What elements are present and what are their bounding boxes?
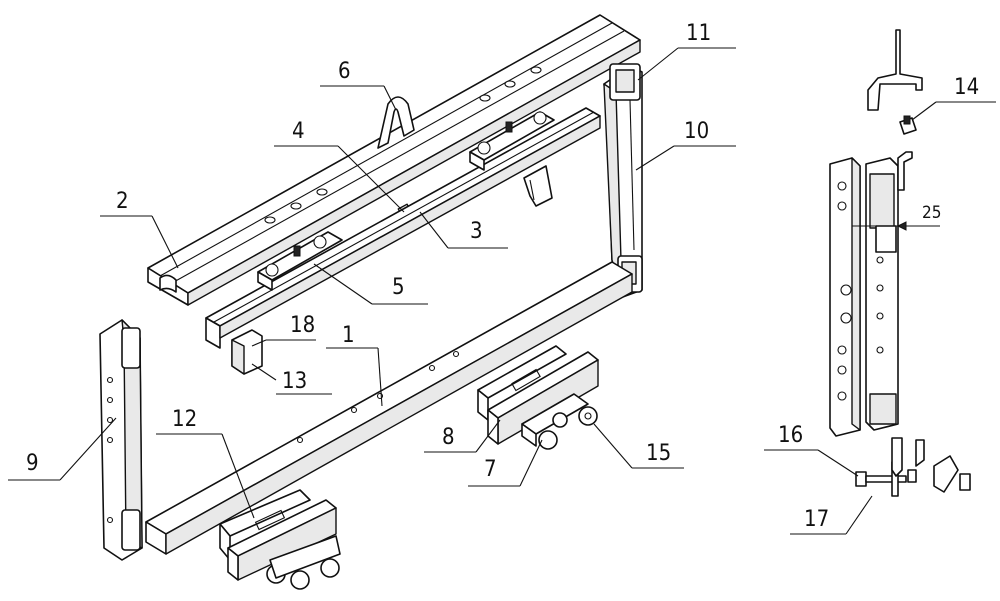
callout-13-label: 13 bbox=[282, 369, 307, 394]
callout-10-label: 10 bbox=[684, 119, 709, 144]
part-13-pin-block bbox=[231, 329, 277, 381]
part-2-top-channel-rail bbox=[147, 14, 641, 306]
callout-3: 3 bbox=[419, 211, 508, 249]
hanging-bracket bbox=[523, 165, 553, 207]
callout-15: 15 bbox=[593, 423, 684, 469]
part-12-left-trolley bbox=[219, 489, 341, 590]
callout-11-label: 11 bbox=[686, 21, 711, 46]
callout-18: 18 bbox=[251, 313, 316, 347]
callout-2-label: 2 bbox=[116, 189, 129, 214]
callout-6: 6 bbox=[320, 59, 397, 111]
callout-7-label: 7 bbox=[484, 457, 497, 482]
part-3-middle-angle-rail bbox=[205, 107, 601, 349]
callout-5: 5 bbox=[313, 263, 428, 305]
part-17-bracket bbox=[891, 437, 971, 493]
callout-7: 7 bbox=[468, 439, 543, 487]
callout-4: 4 bbox=[274, 119, 405, 213]
detail-side-plate-assembly bbox=[829, 157, 899, 437]
part-9-left-side-plate bbox=[99, 319, 143, 561]
callout-15-label: 15 bbox=[646, 441, 671, 466]
callout-3-label: 3 bbox=[470, 219, 483, 244]
callout-25-label: 25 bbox=[922, 203, 941, 223]
callout-4-label: 4 bbox=[292, 119, 305, 144]
callout-16: 16 bbox=[764, 423, 859, 477]
callout-13: 13 bbox=[276, 369, 332, 395]
callout-11: 11 bbox=[637, 21, 736, 81]
callout-17: 17 bbox=[790, 495, 873, 535]
callout-6-label: 6 bbox=[338, 59, 351, 84]
part-7-roller-carriage bbox=[521, 393, 589, 450]
part-10-right-frame-post bbox=[603, 63, 643, 299]
callout-1-label: 1 bbox=[342, 323, 355, 348]
callout-10: 10 bbox=[635, 119, 736, 171]
part-16-bolt bbox=[855, 461, 917, 497]
part-1-bottom-rail bbox=[145, 261, 633, 555]
callout-2: 2 bbox=[100, 189, 179, 269]
part-14-hook-fastener bbox=[867, 29, 923, 191]
callout-16-label: 16 bbox=[778, 423, 803, 448]
callout-9-label: 9 bbox=[26, 451, 39, 476]
part-5-clamp-block bbox=[257, 111, 555, 291]
callout-1: 1 bbox=[326, 323, 383, 407]
callout-17-label: 17 bbox=[804, 507, 829, 532]
part-15-roller-wheel bbox=[578, 406, 598, 426]
callout-14-label: 14 bbox=[954, 75, 979, 100]
part-6-lifting-eye bbox=[377, 96, 415, 149]
callout-5-label: 5 bbox=[392, 275, 405, 300]
callout-18-label: 18 bbox=[290, 313, 315, 338]
callout-8-label: 8 bbox=[442, 425, 455, 450]
callout-9: 9 bbox=[8, 417, 117, 481]
callout-12: 12 bbox=[156, 407, 255, 519]
callout-25: 25 bbox=[852, 203, 941, 231]
callout-14: 14 bbox=[911, 75, 996, 121]
callout-12-label: 12 bbox=[172, 407, 197, 432]
callout-8: 8 bbox=[424, 419, 501, 453]
